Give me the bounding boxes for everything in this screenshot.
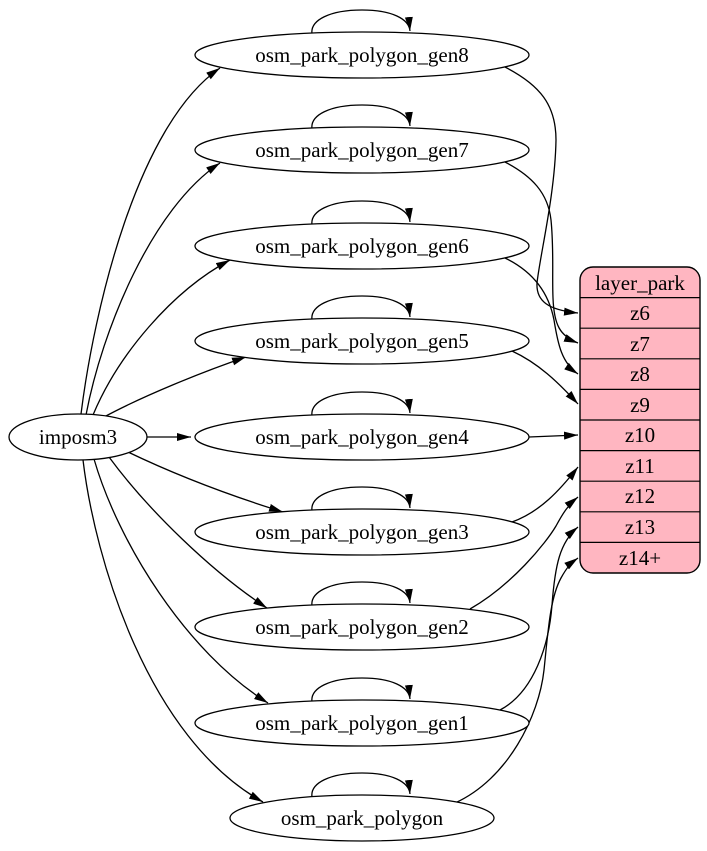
gen2-ellipse	[194, 603, 530, 651]
edge-imposm3-to-gen7	[85, 162, 221, 416]
self-loop-gen2	[311, 581, 413, 607]
gen4-label: osm_park_polygon_gen4	[255, 425, 469, 449]
self-loop-gen8	[311, 9, 413, 35]
self-loop-gen3	[311, 486, 413, 512]
edge-imposm3-to-gen8	[80, 67, 221, 415]
node-osm-park-polygon-gen2: osm_park_polygon_gen2	[194, 603, 530, 651]
layer-park-row-z9: z9	[630, 393, 650, 417]
node-osm-park-polygon-gen1: osm_park_polygon_gen1	[194, 699, 530, 747]
self-loop-gen4	[311, 391, 413, 417]
edge-gen6-to-z8	[504, 257, 579, 375]
edge-gen8-to-z6	[504, 66, 579, 316]
gen5-ellipse	[194, 317, 530, 365]
gen1-ellipse	[194, 699, 530, 747]
self-loop-polygon	[311, 772, 413, 798]
node-osm-park-polygon: osm_park_polygon	[229, 794, 495, 842]
layer-park-row-z10: z10	[625, 423, 655, 447]
gen8-label: osm_park_polygon_gen8	[255, 43, 468, 67]
edge-polygon-to-z14	[454, 557, 579, 804]
edge-imposm3-to-gen3	[127, 451, 284, 513]
gen7-ellipse	[194, 126, 530, 174]
layer-park-row-z13: z13	[625, 515, 655, 539]
layer-park-row-z6: z6	[630, 301, 650, 325]
edge-imposm3-to-gen1	[93, 458, 269, 704]
layer-park-row-z7: z7	[630, 332, 650, 356]
edges-to-layer	[454, 66, 579, 804]
node-osm-park-polygon-gen7: osm_park_polygon_gen7	[194, 126, 530, 174]
layer-park-row-z11: z11	[625, 454, 655, 478]
self-loop-gen1	[311, 677, 413, 703]
layer-park-record: layer_park z6 z7 z8 z9 z10 z11 z12 z13 z…	[579, 266, 701, 574]
node-osm-park-polygon-gen8: osm_park_polygon_gen8	[194, 31, 530, 79]
edge-gen7-to-z7	[504, 161, 579, 344]
node-osm-park-polygon-gen4: osm_park_polygon_gen4	[194, 413, 530, 461]
edge-gen5-to-z9	[511, 350, 579, 405]
gen3-label: osm_park_polygon_gen3	[255, 520, 468, 544]
layer-park-row-z14: z14+	[619, 546, 661, 570]
gen4-ellipse	[194, 413, 530, 461]
imposm3-ellipse	[8, 413, 148, 461]
node-osm-park-polygon-gen6: osm_park_polygon_gen6	[194, 222, 530, 270]
gen7-label: osm_park_polygon_gen7	[255, 138, 468, 162]
polygon-label: osm_park_polygon	[281, 806, 444, 830]
imposm3-label: imposm3	[39, 425, 117, 449]
self-loop-gen6	[311, 200, 413, 226]
gen3-ellipse	[194, 508, 530, 556]
polygon-ellipse	[229, 794, 495, 842]
node-osm-park-polygon-gen3: osm_park_polygon_gen3	[194, 508, 530, 556]
node-osm-park-polygon-gen5: osm_park_polygon_gen5	[194, 317, 530, 365]
self-loops	[311, 9, 413, 798]
layer-park-title: layer_park	[595, 271, 685, 295]
gen2-label: osm_park_polygon_gen2	[255, 615, 468, 639]
edge-imposm3-to-gen6	[92, 259, 231, 416]
gen8-ellipse	[194, 31, 530, 79]
self-loop-gen5	[311, 295, 413, 321]
edge-imposm3-to-gen5	[103, 356, 247, 418]
self-loop-gen7	[311, 104, 413, 130]
gen5-label: osm_park_polygon_gen5	[255, 329, 468, 353]
edge-imposm3-to-polygon	[82, 459, 264, 803]
gen6-ellipse	[194, 222, 530, 270]
node-imposm3: imposm3	[8, 413, 148, 461]
layer-park-row-z8: z8	[630, 362, 650, 386]
edge-gen2-to-z12	[469, 496, 579, 610]
gen1-label: osm_park_polygon_gen1	[255, 711, 468, 735]
edge-gen3-to-z11	[511, 466, 579, 523]
edge-gen4-to-z10	[528, 431, 579, 440]
layer-park-row-z12: z12	[625, 484, 655, 508]
edges-from-source	[80, 67, 284, 803]
gen6-label: osm_park_polygon_gen6	[255, 234, 468, 258]
edge-imposm3-to-gen2	[108, 456, 268, 609]
